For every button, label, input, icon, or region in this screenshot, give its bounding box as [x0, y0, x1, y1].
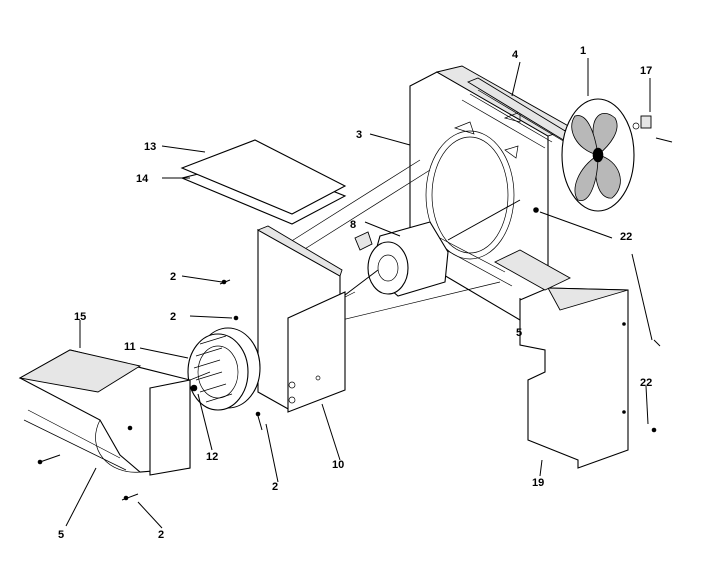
fan-motor-part: [344, 199, 521, 297]
callout-19: 19: [532, 477, 544, 489]
blower-housing-part: [18, 349, 191, 476]
condenser-fan-part: [561, 98, 635, 212]
set-screw-part: [190, 384, 198, 392]
callout-15: 15: [74, 311, 86, 323]
partition-panel-part: [256, 225, 346, 413]
callout-3: 3: [356, 129, 362, 141]
callout-8: 8: [350, 219, 356, 231]
callout-2-middle: 2: [170, 311, 176, 323]
cover-sheets-part: [180, 139, 347, 225]
callout-11: 11: [124, 341, 136, 353]
callout-5-upper: 5: [516, 327, 522, 339]
clip-part: [632, 115, 673, 143]
callout-22-upper: 22: [620, 231, 632, 243]
callout-1: 1: [580, 45, 586, 57]
callout-2-upper: 2: [170, 271, 176, 283]
screws: [37, 207, 661, 501]
callout-4: 4: [512, 49, 519, 61]
blower-wheel-part: [187, 327, 261, 411]
callout-17: 17: [640, 65, 652, 77]
side-panel-part: [519, 287, 629, 469]
callout-22-lower: 22: [640, 377, 652, 389]
callout-2-lower: 2: [272, 481, 278, 493]
callout-10: 10: [332, 459, 344, 471]
callout-14: 14: [136, 173, 149, 185]
motor-mount-bracket-part: [439, 237, 571, 291]
callout-5-lower: 5: [58, 529, 64, 541]
callout-12: 12: [206, 451, 218, 463]
leader-lines: [65, 58, 653, 529]
callout-13: 13: [144, 141, 156, 153]
callout-2-bottom: 2: [158, 529, 164, 541]
